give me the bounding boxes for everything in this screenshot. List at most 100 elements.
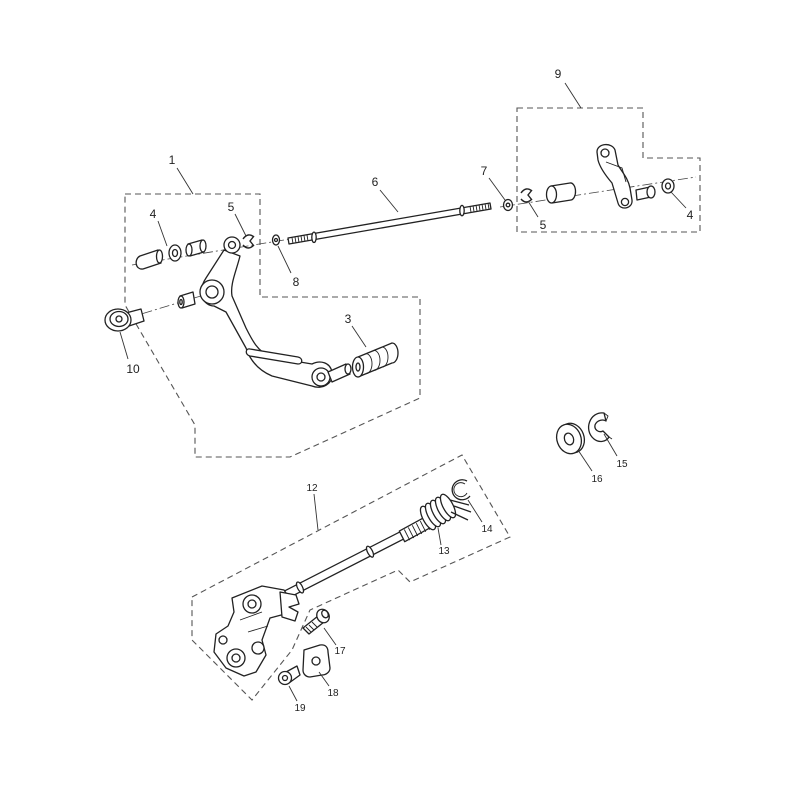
linkage-arm-bottom-hole xyxy=(620,197,630,207)
leader-6 xyxy=(379,189,399,213)
callout-3: 3 xyxy=(345,312,352,326)
pedal-lever xyxy=(200,249,333,388)
linkage-sleeve-body xyxy=(550,182,577,204)
part-9-linkage-arm-assembly xyxy=(545,143,675,209)
pivot-bolt-socket xyxy=(115,315,123,323)
part-15-e-clip xyxy=(587,412,613,443)
part-17-stopper-pin xyxy=(302,608,330,635)
leader-13 xyxy=(437,527,442,546)
callout-5-right: 5 xyxy=(540,218,547,232)
spring-legs xyxy=(449,499,472,521)
linkage-sleeve-face xyxy=(545,185,558,204)
leader-5-right xyxy=(527,200,539,218)
part-5-right-clip xyxy=(520,188,533,203)
stopper-pin-thread xyxy=(305,621,318,633)
shift-rod-thread-right xyxy=(469,202,490,213)
pedal-pivot-pin-end xyxy=(155,249,164,264)
callout-16: 16 xyxy=(591,474,603,485)
shift-rod-body xyxy=(287,202,492,245)
callout-4-right: 4 xyxy=(687,208,694,222)
part-16-washer xyxy=(555,422,586,455)
leader-17 xyxy=(323,627,337,646)
washer-16-hole xyxy=(563,432,575,446)
selector-shaft-step xyxy=(295,581,305,594)
callout-10: 10 xyxy=(126,362,140,376)
circlip-inner xyxy=(453,482,468,498)
group-outline-12 xyxy=(191,454,511,701)
leader-4-right xyxy=(670,191,687,209)
clip-left-shape xyxy=(242,234,255,249)
pedal-pivot-bushing-hole xyxy=(179,298,183,306)
bolt-19-socket xyxy=(281,674,289,682)
part-13-return-spring xyxy=(419,493,472,531)
leader-14 xyxy=(467,499,483,523)
selector-claw xyxy=(279,591,300,622)
callout-12: 12 xyxy=(306,483,318,494)
part-19-bolt xyxy=(277,665,301,686)
leader-16 xyxy=(577,449,593,472)
callout-9: 9 xyxy=(555,67,562,81)
leader-5-left xyxy=(234,213,247,237)
group-outline-9 xyxy=(516,107,701,233)
group-outline-1 xyxy=(124,193,421,458)
linkage-arm-flange xyxy=(605,161,627,183)
linkage-washer-hole xyxy=(664,182,672,190)
part-1-gear-pedal-assembly xyxy=(135,234,352,388)
leader-19 xyxy=(288,685,298,702)
part-10-pivot-bolt xyxy=(104,308,145,332)
callout-8: 8 xyxy=(293,275,300,289)
part-3-foot-peg-rubber xyxy=(351,342,399,378)
callout-4-left: 4 xyxy=(150,207,157,221)
callout-14: 14 xyxy=(481,524,493,535)
callout-5-left: 5 xyxy=(228,200,235,214)
leader-4-left xyxy=(157,220,168,247)
shift-rod-thread-left xyxy=(291,234,309,244)
selector-roller-hole xyxy=(231,653,241,663)
pedal-pivot-boss-hole xyxy=(205,285,219,299)
shift-rod-collar-right xyxy=(459,204,465,217)
part-8-washer xyxy=(271,234,281,246)
circlip-outer xyxy=(451,479,471,501)
pedal-link-bushing-end xyxy=(199,239,207,253)
linkage-arm-top-hole xyxy=(600,148,610,158)
linkage-arm xyxy=(596,143,633,209)
leader-1 xyxy=(176,167,194,195)
small-washer-hole xyxy=(273,237,279,243)
pedal-end-boss-hole xyxy=(316,372,326,382)
callout-15: 15 xyxy=(616,459,628,470)
stopper-pin-head-top xyxy=(321,609,329,619)
foot-peg-rubber-ridges xyxy=(365,346,389,375)
part-14-circlip xyxy=(451,479,471,501)
selector-shaft-spline-teeth xyxy=(403,516,435,541)
leader-12 xyxy=(313,493,319,531)
pedal-pivot-pin xyxy=(135,249,162,270)
leader-9 xyxy=(564,82,582,109)
e-clip-edge xyxy=(603,412,613,440)
foot-peg-rubber-body xyxy=(357,342,399,378)
selector-stud xyxy=(218,635,228,645)
shift-rod-collar-left xyxy=(311,231,317,244)
selector-pawl-pivot xyxy=(251,641,265,655)
leader-10 xyxy=(119,331,129,360)
pedal-link-bushing-face xyxy=(185,243,193,257)
callout-18: 18 xyxy=(327,688,339,699)
leader-7 xyxy=(488,177,506,201)
selector-shaft-collar xyxy=(365,545,375,558)
callout-13: 13 xyxy=(438,546,450,557)
leader-8 xyxy=(277,245,292,274)
part-7-nut xyxy=(502,198,514,212)
selector-plate-detail xyxy=(239,611,269,633)
linkage-bolt-head xyxy=(646,185,656,199)
guide-block-hole xyxy=(311,656,321,666)
callout-7: 7 xyxy=(481,164,488,178)
leader-15 xyxy=(603,433,618,457)
nut-hole xyxy=(505,202,511,208)
part-6-shift-rod xyxy=(287,202,492,245)
pedal-foot-peg-pin-end xyxy=(344,363,352,375)
part-18-guide-block xyxy=(302,644,331,678)
leader-3 xyxy=(351,325,367,348)
callout-6: 6 xyxy=(372,175,379,189)
clip-right-shape xyxy=(520,188,533,203)
selector-shaft-boss-hole xyxy=(247,599,257,609)
